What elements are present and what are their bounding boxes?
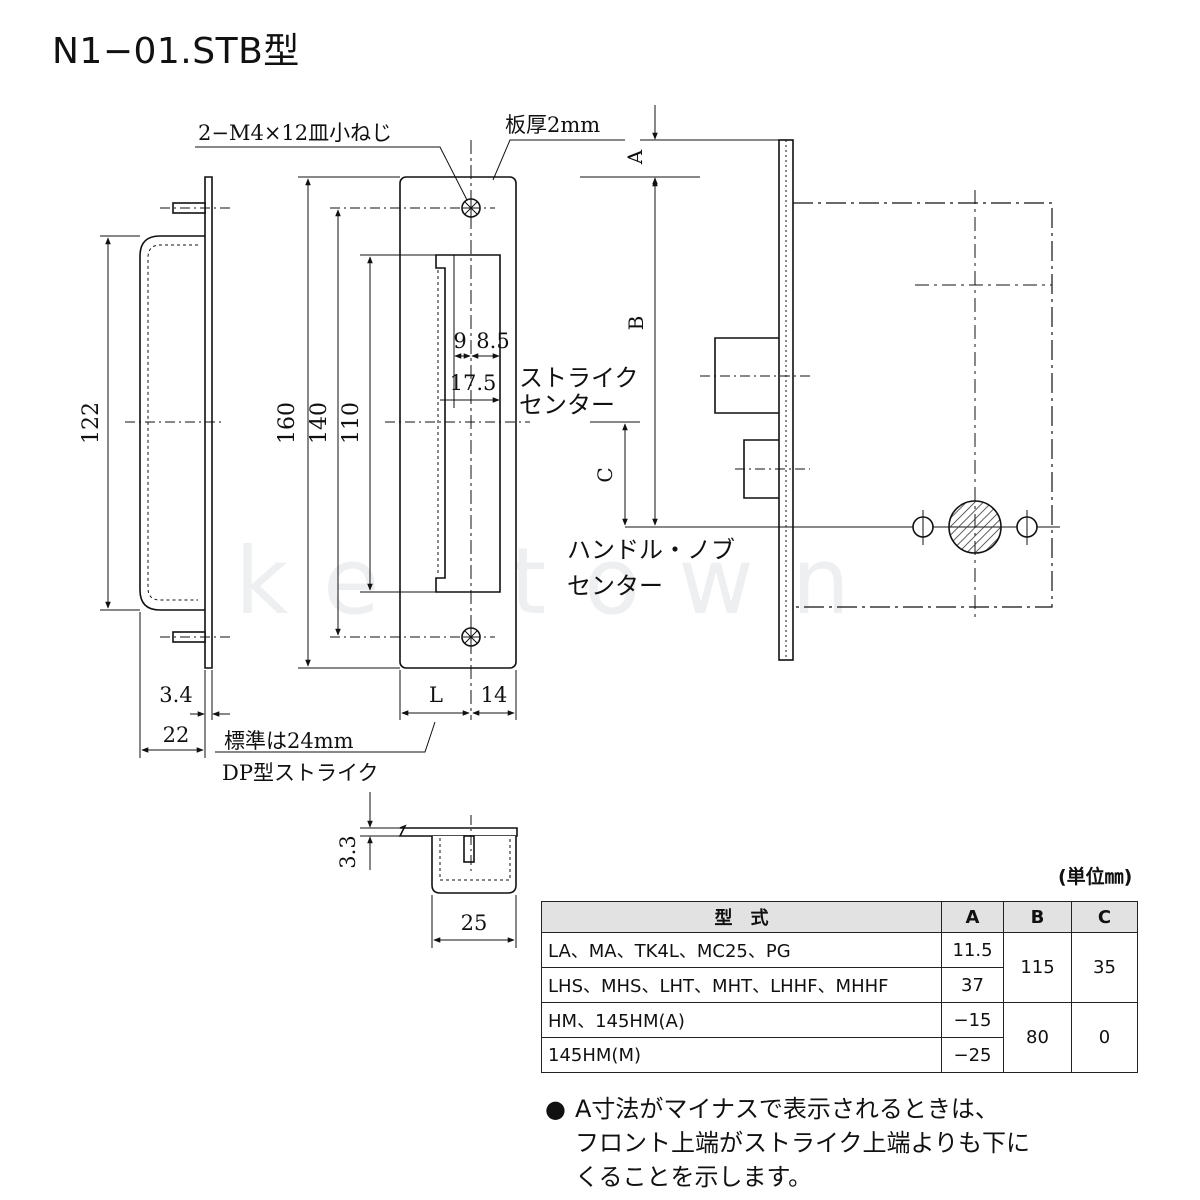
cell-a: −25 (941, 1037, 1004, 1073)
dim-25: 25 (461, 911, 488, 935)
cell-a: −15 (941, 1002, 1004, 1038)
side-view (100, 176, 230, 758)
table-row: LHS、MHS、LHT、MHT、LHHF、MHHF 37 (541, 967, 1138, 1003)
screw-label: 2−M4×12皿小ねじ (198, 121, 392, 145)
handle-center-label-2: センター (567, 572, 663, 600)
cell-model: 145HM(M) (541, 1037, 942, 1073)
dim-3-4: 3.4 (159, 683, 192, 707)
footnote-line-3: くることを示します。 (575, 1163, 813, 1191)
unit-label: (単位㎜) (1058, 866, 1133, 888)
dp-strike-label: DP型ストライク (222, 761, 379, 785)
dim-122: 122 (79, 402, 104, 444)
cell-model: LA、MA、TK4L、MC25、PG (541, 932, 942, 968)
footnote-line-2: フロント上端がストライク上端よりも下に (575, 1129, 1031, 1157)
dim-160: 160 (275, 402, 300, 444)
table-row: 145HM(M) −25 (541, 1037, 1138, 1073)
front-view (195, 139, 625, 753)
dim-B: B (624, 316, 648, 331)
table-row: LA、MA、TK4L、MC25、PG 11.5 115 35 (541, 932, 1138, 1003)
cell-b: 115 (1003, 932, 1072, 1003)
header-model: 型 式 (541, 901, 942, 933)
table-header-row: 型 式 A B C (541, 901, 1138, 933)
dim-22: 22 (163, 723, 190, 747)
strike-center-label-2: センター (519, 391, 615, 419)
header-a: A (941, 901, 1004, 933)
table-row: HM、145HM(A) −15 80 0 (541, 1002, 1138, 1073)
lock-body-view (580, 105, 1060, 661)
dim-3-3: 3.3 (336, 835, 360, 868)
footnote-line-1: A寸法がマイナスで表示されるときは、 (575, 1095, 999, 1123)
cell-a: 11.5 (941, 932, 1004, 968)
page-title: N1−01.STB型 (52, 31, 300, 72)
cell-b: 80 (1003, 1002, 1072, 1073)
handle-center-label-1: ハンドル・ノブ (567, 536, 735, 564)
dim-9: 9 (453, 329, 466, 353)
strike-center-label-1: ストライク (519, 364, 639, 392)
dim-17-5: 17.5 (450, 371, 497, 395)
cell-model: LHS、MHS、LHT、MHT、LHHF、MHHF (541, 967, 942, 1003)
footnote: ● A寸法がマイナスで表示されるときは、 フロント上端がストライク上端よりも下に… (545, 1092, 1030, 1194)
bullet-icon: ● (545, 1095, 566, 1123)
dim-140: 140 (307, 402, 332, 444)
dim-110: 110 (339, 402, 364, 444)
dim-C: C (593, 467, 617, 482)
dim-8-5: 8.5 (476, 329, 509, 353)
cell-model: HM、145HM(A) (541, 1002, 942, 1038)
header-c: C (1071, 901, 1138, 933)
plate-thickness-label: 板厚2mm (505, 113, 600, 137)
header-b: B (1003, 901, 1072, 933)
dim-L: L (429, 683, 443, 707)
dim-A: A (623, 149, 647, 165)
spec-table: 型 式 A B C LA、MA、TK4L、MC25、PG 11.5 115 35… (541, 901, 1138, 1073)
dim-14: 14 (481, 683, 508, 707)
bottom-view (360, 792, 518, 948)
cell-c: 35 (1071, 932, 1138, 1003)
standard-label: 標準は24mm (224, 729, 354, 753)
cell-c: 0 (1071, 1002, 1138, 1073)
cell-a: 37 (941, 967, 1004, 1003)
